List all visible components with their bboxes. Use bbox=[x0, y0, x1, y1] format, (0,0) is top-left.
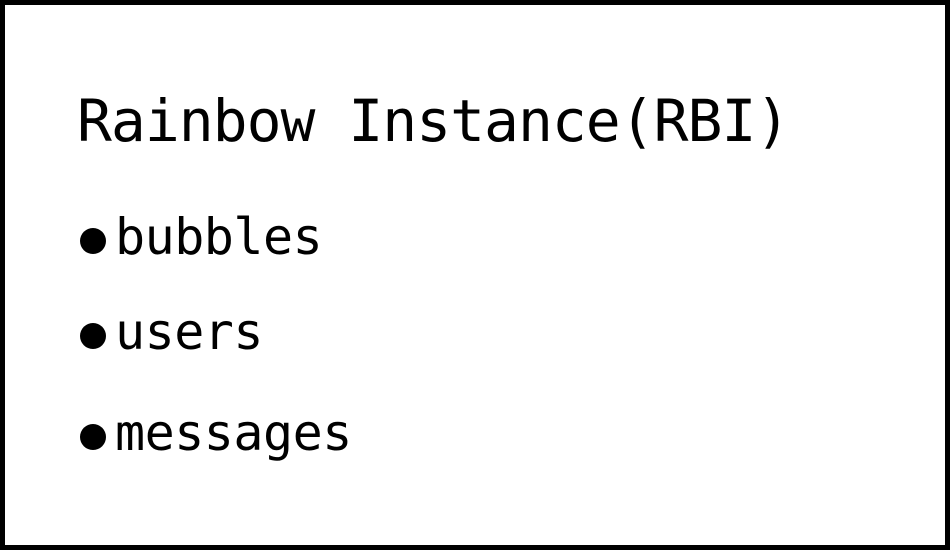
bullet-icon bbox=[80, 228, 106, 254]
card-title: Rainbow Instance(RBI) bbox=[77, 87, 790, 155]
bullet-icon bbox=[80, 323, 106, 349]
list-item-label: bubbles bbox=[115, 208, 323, 266]
list-item-label: messages bbox=[115, 404, 352, 462]
list-item-label: users bbox=[115, 303, 264, 361]
bullet-icon bbox=[80, 424, 106, 450]
